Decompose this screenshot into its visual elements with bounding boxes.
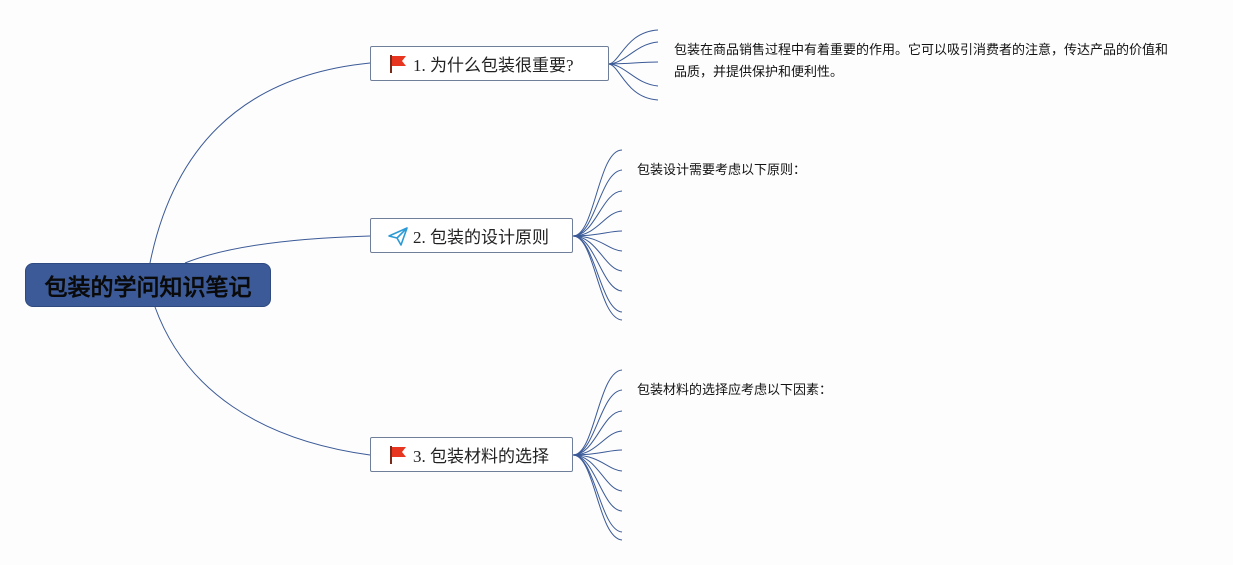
root-label: 包装的学问知识笔记 [44,275,252,301]
flag-icon [387,53,409,75]
topic-label-2: 2. 包装的设计原则 [413,228,549,247]
connector-root-topic-3 [154,306,371,456]
fan-topic-1 [607,29,659,101]
topic-node-3[interactable]: 3. 包装材料的选择 [370,437,573,472]
note-topic-2: 包装设计需要考虑以下原则： [637,163,807,178]
topic-label-3: 3. 包装材料的选择 [413,447,549,466]
note-topic-3: 包装材料的选择应考虑以下因素： [637,383,833,398]
topic-node-2[interactable]: 2. 包装的设计原则 [370,218,573,253]
topic-node-1[interactable]: 1. 为什么包装很重要? [370,46,609,81]
fan-topic-3 [572,369,623,541]
flag-icon [387,444,409,466]
connector-root-topic-1 [149,62,371,264]
connector-root-topic-2 [184,235,371,264]
note-topic-1: 包装在商品销售过程中有着重要的作用。它可以吸引消费者的注意，传达产品的价值和品质… [674,43,1169,80]
paper-plane-icon [387,225,409,247]
root-node[interactable]: 包装的学问知识笔记 [25,263,271,307]
topic-label-1: 1. 为什么包装很重要? [413,56,574,75]
fan-topic-2 [572,149,623,321]
